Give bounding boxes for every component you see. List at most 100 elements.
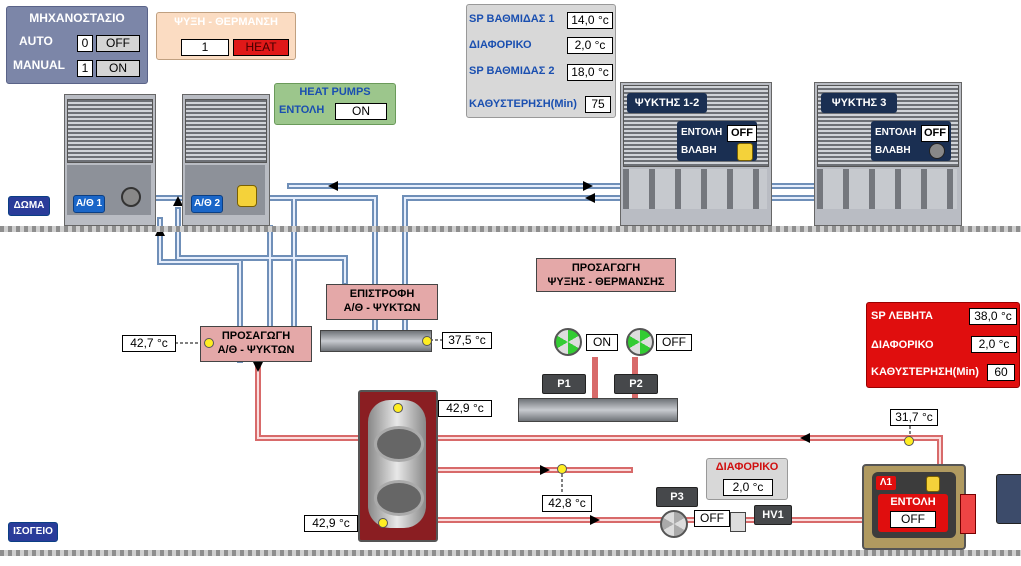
chiller-3-title: ΨΥΚΤΗΣ 3 bbox=[821, 93, 897, 113]
chiller-3-command-state[interactable]: OFF bbox=[921, 125, 949, 142]
chiller-1-2-command-state[interactable]: OFF bbox=[727, 125, 757, 142]
buffer-tank[interactable] bbox=[358, 390, 438, 542]
hc-supply-manifold bbox=[518, 398, 678, 422]
valve-hv1-button[interactable]: HV1 bbox=[754, 505, 792, 525]
supply-header-label: ΠΡΟΣΑΓΩΓΗ Α/Θ - ΨΥΚΤΩΝ bbox=[200, 326, 312, 362]
pump-p1[interactable] bbox=[554, 328, 582, 356]
boiler-hand-icon bbox=[926, 476, 940, 492]
pump-p3-state[interactable]: OFF bbox=[694, 510, 730, 527]
chiller-delay-value[interactable]: 75 bbox=[585, 96, 611, 113]
chiller-1-2-title: ΨΥΚΤΗΣ 1-2 bbox=[627, 93, 707, 113]
boiler-diff-value[interactable]: 2,0 °c bbox=[971, 336, 1017, 353]
mode-state[interactable]: HEAT bbox=[233, 39, 289, 56]
manual-state[interactable]: ON bbox=[96, 60, 140, 77]
ground-floor-label[interactable]: ΙΣΟΓΕΙΟ bbox=[8, 522, 58, 542]
return-header-manifold bbox=[320, 330, 432, 352]
heat-pump-2-hand-icon bbox=[237, 185, 257, 207]
valve-hv1[interactable] bbox=[730, 512, 746, 532]
tank-top-sensor bbox=[393, 403, 403, 413]
hc-supply-label: ΠΡΟΣΑΓΩΓΗ ΨΥΞΗΣ - ΘΕΡΜΑΝΣΗΣ bbox=[536, 258, 676, 292]
return-header-label: ΕΠΙΣΤΡΟΦΗ Α/Θ - ΨΥΚΤΩΝ bbox=[326, 284, 438, 320]
chiller-3-control: ΕΝΤΟΛΗ OFF ΒΛΑΒΗ bbox=[871, 121, 951, 161]
chiller-1-2-command-label: ΕΝΤΟΛΗ bbox=[681, 127, 723, 138]
chiller-setpoint-panel: SP ΒΑΘΜΙΔΑΣ 1 14,0 °c ΔΙΑΦΟΡΙΚΟ 2,0 °c S… bbox=[466, 4, 616, 118]
auto-value[interactable]: 0 bbox=[77, 35, 93, 52]
pump-p2-state[interactable]: OFF bbox=[656, 334, 692, 351]
chiller-1-2-hand-icon bbox=[737, 143, 753, 161]
machine-room-title: ΜΗΧΑΝΟΣΤΑΣΙΟ bbox=[29, 11, 125, 25]
pump-p3-button[interactable]: P3 bbox=[656, 487, 698, 507]
stage1-label: SP ΒΑΘΜΙΔΑΣ 1 bbox=[469, 13, 555, 25]
hc-supply-line2: ΨΥΞΗΣ - ΘΕΡΜΑΝΣΗΣ bbox=[547, 276, 665, 288]
boiler-command-state[interactable]: OFF bbox=[890, 511, 936, 528]
mode-panel: ΨΥΞΗ - ΘΕΡΜΑΝΣΗ 1 HEAT bbox=[156, 12, 296, 60]
heat-pump-2[interactable]: Α/Θ 2 bbox=[182, 94, 270, 226]
chiller-3-command-label: ΕΝΤΟΛΗ bbox=[875, 127, 917, 138]
chiller-1-2[interactable]: ΨΥΚΤΗΣ 1-2 ΕΝΤΟΛΗ OFF ΒΛΑΒΗ bbox=[620, 82, 772, 226]
roof-label[interactable]: ΔΩΜΑ bbox=[8, 196, 50, 216]
heat-pumps-command-state[interactable]: ON bbox=[335, 103, 387, 120]
boiler-sp-label: SP ΛΕΒΗΤΑ bbox=[871, 310, 933, 322]
manual-label: MANUAL bbox=[13, 58, 65, 72]
return-temp-sensor bbox=[422, 336, 432, 346]
side-nav-icon[interactable] bbox=[996, 474, 1021, 524]
tank-top-temp[interactable]: 42,9 °c bbox=[438, 400, 492, 417]
heat-pump-1[interactable]: Α/Θ 1 bbox=[64, 94, 156, 226]
pump-p2-button[interactable]: P2 bbox=[614, 374, 658, 394]
tank-coil-bottom bbox=[374, 480, 424, 516]
p3-diff-panel: ΔΙΑΦΟΡΙΚΟ 2,0 °c bbox=[706, 458, 788, 500]
return-header-line2: Α/Θ - ΨΥΚΤΩΝ bbox=[343, 302, 421, 314]
boiler-diff-label: ΔΙΑΦΟΡΙΚΟ bbox=[871, 339, 934, 351]
heat-pumps-title: HEAT PUMPS bbox=[299, 86, 371, 98]
return-header-line1: ΕΠΙΣΤΡΟΦΗ bbox=[349, 288, 415, 300]
machine-room-panel: ΜΗΧΑΝΟΣΤΑΣΙΟ AUTO 0 OFF MANUAL 1 ON bbox=[6, 6, 148, 84]
tank-bottom-temp[interactable]: 42,9 °c bbox=[304, 515, 358, 532]
supply-header-line1: ΠΡΟΣΑΓΩΓΗ bbox=[221, 330, 291, 342]
chiller-diff-value[interactable]: 2,0 °c bbox=[567, 37, 613, 54]
heat-pump-1-status-icon bbox=[121, 187, 141, 207]
mode-title: ΨΥΞΗ - ΘΕΡΜΑΝΣΗ bbox=[174, 16, 278, 28]
chiller-diff-label: ΔΙΑΦΟΡΙΚΟ bbox=[469, 39, 532, 51]
tank-coil-top bbox=[374, 426, 424, 462]
p3-diff-label: ΔΙΑΦΟΡΙΚΟ bbox=[715, 461, 779, 473]
pump-p2[interactable] bbox=[626, 328, 654, 356]
p3-diff-value[interactable]: 2,0 °c bbox=[723, 479, 773, 496]
chiller-3-fault-label: ΒΛΑΒΗ bbox=[875, 145, 911, 156]
boiler-temp[interactable]: 31,7 °c bbox=[890, 409, 938, 426]
boiler-l1[interactable]: Λ1 ΕΝΤΟΛΗ OFF bbox=[862, 464, 966, 550]
stage1-value[interactable]: 14,0 °c bbox=[567, 12, 613, 29]
pump-p1-state[interactable]: ON bbox=[586, 334, 618, 351]
chiller-1-2-control: ΕΝΤΟΛΗ OFF ΒΛΑΒΗ bbox=[677, 121, 757, 161]
boiler-temp-sensor bbox=[904, 436, 914, 446]
supply-header-temp[interactable]: 42,7 °c bbox=[122, 335, 176, 352]
pump-p3[interactable] bbox=[660, 510, 688, 538]
hc-supply-line1: ΠΡΟΣΑΓΩΓΗ bbox=[571, 262, 641, 274]
supply-temp-sensor bbox=[204, 338, 214, 348]
chiller-1-2-fault-label: ΒΛΑΒΗ bbox=[681, 145, 717, 156]
boiler-sp-value[interactable]: 38,0 °c bbox=[969, 308, 1017, 325]
boiler-setpoint-panel: SP ΛΕΒΗΤΑ 38,0 °c ΔΙΑΦΟΡΙΚΟ 2,0 °c ΚΑΘΥΣ… bbox=[866, 302, 1020, 388]
roof-floor-line bbox=[0, 226, 1021, 232]
heat-pump-1-label[interactable]: Α/Θ 1 bbox=[73, 195, 105, 213]
return-header-temp[interactable]: 37,5 °c bbox=[442, 332, 492, 349]
mode-value[interactable]: 1 bbox=[181, 39, 229, 56]
manual-value[interactable]: 1 bbox=[77, 60, 93, 77]
boiler-delay-value[interactable]: 60 bbox=[987, 364, 1015, 381]
boiler-burner bbox=[960, 494, 976, 534]
stage2-label: SP ΒΑΘΜΙΔΑΣ 2 bbox=[469, 65, 555, 77]
boiler-name: Λ1 bbox=[876, 476, 896, 490]
chiller-3[interactable]: ΨΥΚΤΗΣ 3 ΕΝΤΟΛΗ OFF ΒΛΑΒΗ bbox=[814, 82, 962, 226]
heat-pumps-command-label: ΕΝΤΟΛΗ bbox=[279, 104, 325, 116]
ground-floor-line bbox=[0, 550, 1021, 556]
boiler-delay-label: ΚΑΘΥΣΤΕΡΗΣΗ(Min) bbox=[871, 366, 979, 378]
boiler-control: ΕΝΤΟΛΗ OFF bbox=[878, 494, 948, 532]
auto-label: AUTO bbox=[19, 34, 53, 48]
chiller-delay-label: ΚΑΘΥΣΤΕΡΗΣΗ(Min) bbox=[469, 98, 577, 110]
auto-state[interactable]: OFF bbox=[96, 35, 140, 52]
stage2-value[interactable]: 18,0 °c bbox=[567, 64, 613, 81]
heat-pump-2-fans bbox=[185, 99, 267, 163]
tank-out-temp[interactable]: 42,8 °c bbox=[542, 495, 592, 512]
supply-header-line2: Α/Θ - ΨΥΚΤΩΝ bbox=[217, 344, 295, 356]
pump-p1-button[interactable]: P1 bbox=[542, 374, 586, 394]
heat-pump-2-label[interactable]: Α/Θ 2 bbox=[191, 195, 223, 213]
